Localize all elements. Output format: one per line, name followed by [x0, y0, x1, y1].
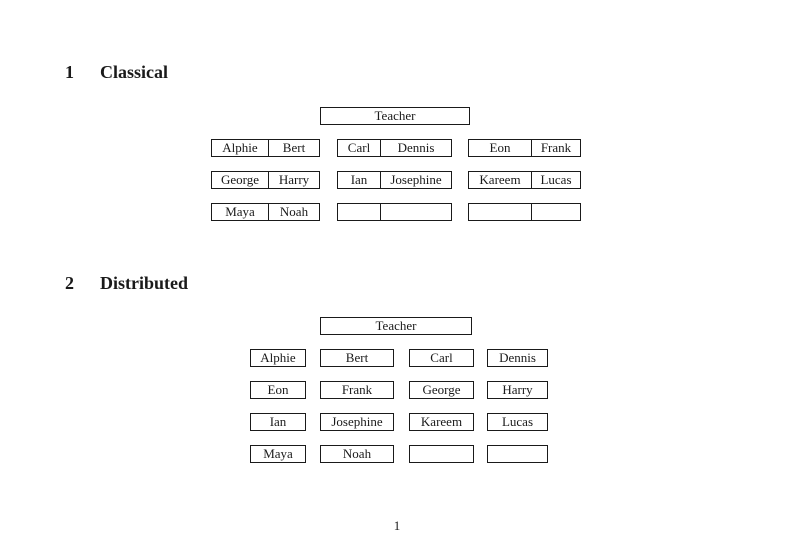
desk-single: Alphie	[250, 349, 306, 367]
teacher-label: Teacher	[375, 318, 417, 333]
section-heading-classical: 1 Classical	[65, 62, 168, 83]
section-title: Classical	[100, 62, 169, 82]
desk-single: Lucas	[487, 413, 548, 431]
section-number: 2	[65, 273, 74, 293]
desk-seat	[469, 204, 532, 220]
desk-seat: Josephine	[390, 172, 442, 187]
desk-seat	[532, 204, 580, 220]
desk-single: Harry	[487, 381, 548, 399]
desk-seat: Bert	[282, 140, 306, 155]
desk-seat: Carl	[338, 140, 381, 156]
desk-single: Eon	[250, 381, 306, 399]
desk-seat: Alphie	[212, 140, 269, 156]
teacher-box: Teacher	[320, 317, 472, 335]
desk-single: Josephine	[320, 413, 394, 431]
desk-single: Noah	[320, 445, 394, 463]
desk-seat: Ian	[338, 172, 381, 188]
desk-single: Ian	[250, 413, 306, 431]
desk-single	[409, 445, 474, 463]
desk-single: Carl	[409, 349, 474, 367]
desk-seat	[381, 204, 451, 220]
desk-seat: George	[212, 172, 269, 188]
section-heading-distributed: 2 Distributed	[65, 273, 188, 294]
desk-seat: Noah	[279, 204, 309, 219]
desk-single: Frank	[320, 381, 394, 399]
desk-pair: Maya Noah	[211, 203, 320, 221]
desk-single: George	[409, 381, 474, 399]
desk-pair: Ian Josephine	[337, 171, 452, 189]
desk-seat: Maya	[212, 204, 269, 220]
desk-seat: Dennis	[397, 140, 435, 155]
desk-seat: Kareem	[469, 172, 532, 188]
desk-pair: Alphie Bert	[211, 139, 320, 157]
page-number: 1	[393, 518, 401, 533]
desk-seat	[338, 204, 381, 220]
desk-seat: Frank	[540, 140, 572, 155]
desk-single: Bert	[320, 349, 394, 367]
teacher-label: Teacher	[374, 108, 416, 123]
desk-single: Maya	[250, 445, 306, 463]
desk-seat: Harry	[278, 172, 310, 187]
desk-pair: Kareem Lucas	[468, 171, 581, 189]
desk-single: Dennis	[487, 349, 548, 367]
desk-pair: Eon Frank	[468, 139, 581, 157]
teacher-box: Teacher	[320, 107, 470, 125]
desk-pair: George Harry	[211, 171, 320, 189]
desk-pair	[468, 203, 581, 221]
desk-pair: Carl Dennis	[337, 139, 452, 157]
desk-seat: Lucas	[540, 172, 572, 187]
section-title: Distributed	[100, 273, 189, 293]
desk-single	[487, 445, 548, 463]
desk-seat: Eon	[469, 140, 532, 156]
section-number: 1	[65, 62, 74, 82]
desk-single: Kareem	[409, 413, 474, 431]
desk-pair	[337, 203, 452, 221]
